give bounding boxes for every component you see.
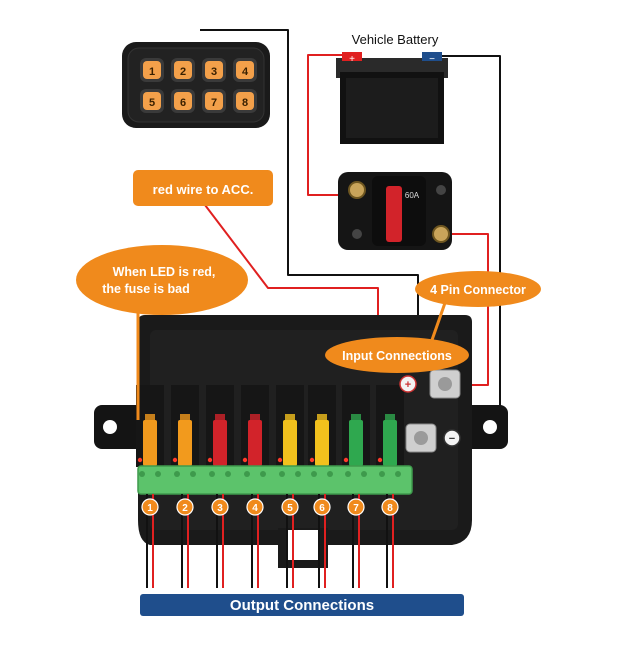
switch-button-label: 1: [149, 66, 155, 78]
fuse-5[interactable]: [276, 385, 304, 467]
battery-title: Vehicle Battery: [352, 32, 439, 47]
fuse-led-4: [242, 457, 248, 463]
channel-badge-label: 7: [353, 503, 359, 514]
switch-button-4[interactable]: 4: [233, 58, 257, 82]
channel-number-badges: 1 2 3 4 5 6 7 8: [141, 498, 399, 516]
switch-button-grid: 1 2 3 4 5 6 7 8: [140, 58, 257, 113]
switch-button-7[interactable]: 7: [202, 89, 226, 113]
channel-badge-4: 4: [246, 498, 264, 516]
fuse-2[interactable]: [171, 385, 199, 467]
switch-button-5[interactable]: 5: [140, 89, 164, 113]
led-callout-line1: When LED is red,: [113, 265, 216, 279]
switch-button-label: 5: [149, 97, 155, 109]
channel-badge-1: 1: [141, 498, 159, 516]
svg-text:−: −: [429, 54, 435, 65]
switch-panel: 1 2 3 4 5 6 7 8: [122, 42, 270, 128]
svg-text:−: −: [449, 433, 455, 445]
battery-positive-wire: [307, 54, 352, 196]
fuse-led-6: [309, 457, 315, 463]
channel-badge-label: 1: [147, 503, 153, 514]
channel-badge-7: 7: [347, 498, 365, 516]
callout-red-wire: red wire to ACC.: [133, 170, 273, 206]
led-callout-line2: the fuse is bad: [102, 282, 190, 296]
callout-led-fuse: When LED is red, the fuse is bad: [76, 245, 248, 420]
switch-button-3[interactable]: 3: [202, 58, 226, 82]
fuse-7[interactable]: [342, 385, 370, 467]
fuse-led-1: [137, 457, 143, 463]
terminal-screws: [139, 471, 401, 477]
switch-button-2[interactable]: 2: [171, 58, 195, 82]
switch-button-label: 2: [180, 66, 186, 78]
breaker-reset-lever: [386, 186, 402, 242]
fuse-3[interactable]: [206, 385, 234, 467]
callout-4-pin: 4 Pin Connector: [415, 271, 541, 341]
switch-button-label: 6: [180, 97, 186, 109]
svg-text:+: +: [405, 379, 411, 391]
switch-button-label: 8: [242, 97, 248, 109]
acc-red-wire: [204, 204, 379, 340]
channel-badge-2: 2: [176, 498, 194, 516]
channel-badge-8: 8: [381, 498, 399, 516]
channel-badge-label: 4: [252, 503, 258, 514]
fuse-led-7: [343, 457, 349, 463]
switch-button-label: 3: [211, 66, 217, 78]
circuit-breaker: 60A: [338, 172, 452, 250]
vehicle-battery: + − Vehicle Battery: [336, 32, 448, 144]
output-terminal-strip: [137, 465, 413, 495]
output-connections-banner: Output Connections: [140, 594, 464, 616]
fuse-led-8: [377, 457, 383, 463]
fuse-led-3: [207, 457, 213, 463]
fuse-box: + −: [94, 315, 508, 568]
switch-button-1[interactable]: 1: [140, 58, 164, 82]
channel-badge-label: 5: [287, 503, 293, 514]
battery-positive-terminal: [342, 52, 362, 61]
red-wire-label: red wire to ACC.: [153, 182, 254, 197]
fuse-row: [136, 385, 404, 467]
breaker-marking: 60A: [405, 191, 420, 200]
channel-badge-label: 6: [319, 503, 325, 514]
fuse-6[interactable]: [308, 385, 336, 467]
fuse-led-2: [172, 457, 178, 463]
channel-badge-label: 8: [387, 503, 393, 514]
fuse-4[interactable]: [241, 385, 269, 467]
output-connections-label: Output Connections: [230, 597, 374, 614]
callout-input-connections: Input Connections: [325, 337, 469, 373]
channel-badge-label: 3: [217, 503, 223, 514]
channel-badge-5: 5: [281, 498, 299, 516]
fuse-led-5: [277, 457, 283, 463]
channel-badge-6: 6: [313, 498, 331, 516]
channel-badge-3: 3: [211, 498, 229, 516]
switch-button-label: 4: [242, 66, 249, 78]
switch-button-6[interactable]: 6: [171, 89, 195, 113]
switch-button-8[interactable]: 8: [233, 89, 257, 113]
svg-text:+: +: [349, 54, 355, 65]
channel-badge-label: 2: [182, 503, 188, 514]
fuse-8[interactable]: [376, 385, 404, 467]
battery-negative-terminal: [422, 52, 442, 61]
switch-button-label: 7: [211, 97, 217, 109]
input-connections-label: Input Connections: [342, 349, 452, 363]
fuse-1[interactable]: [136, 385, 164, 467]
pin-connector-label: 4 Pin Connector: [430, 283, 526, 297]
